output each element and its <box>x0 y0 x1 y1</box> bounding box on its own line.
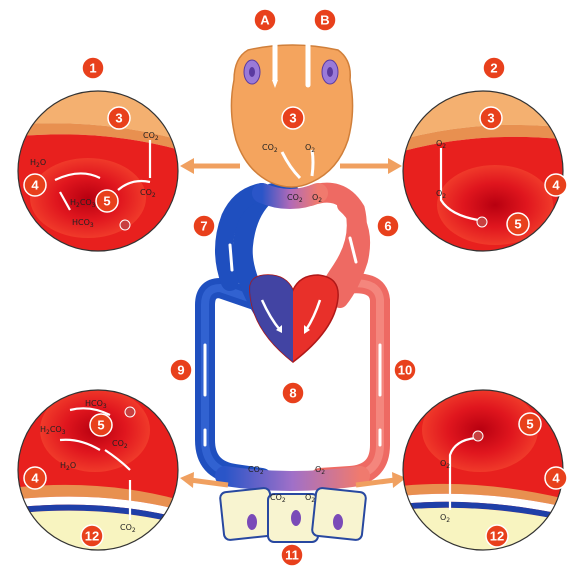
label-badge-n5-tr: 5 <box>507 213 529 235</box>
badge-label: 6 <box>384 219 391 234</box>
label-badge-n12-br: 12 <box>486 525 508 547</box>
badge-label: 8 <box>289 386 296 401</box>
label-badge-n3-right: 3 <box>480 107 502 129</box>
label-badge-n10: 10 <box>394 359 416 381</box>
badge-label: 4 <box>31 178 39 193</box>
label-badge-n1: 1 <box>82 57 104 79</box>
badge-label: A <box>260 13 270 28</box>
badge-label: 5 <box>97 418 104 433</box>
label-badge-n5-br: 5 <box>519 413 541 435</box>
badge-label: 4 <box>552 178 560 193</box>
label-badge-n3-top: 3 <box>282 107 304 129</box>
label-badge-n2: 2 <box>483 57 505 79</box>
badge-label: 12 <box>490 529 504 544</box>
badge-label: 4 <box>31 471 39 486</box>
badge-label: 3 <box>487 111 494 126</box>
badge-label: 3 <box>289 111 296 126</box>
badge-label: 7 <box>200 219 207 234</box>
label-badge-n3-left: 3 <box>108 107 130 129</box>
badge-label: 11 <box>285 548 299 563</box>
label-badge-b: B <box>314 9 336 31</box>
label-badge-n5-tl: 5 <box>96 190 118 212</box>
badge-label: 5 <box>526 417 533 432</box>
label-badge-n11: 11 <box>281 544 303 566</box>
label-badge-n7: 7 <box>193 215 215 237</box>
label-badge-n5-bl: 5 <box>90 414 112 436</box>
badge-label: 5 <box>514 217 521 232</box>
label-badge-n4-tl: 4 <box>24 174 46 196</box>
badge-label: B <box>320 13 329 28</box>
badge-label: 2 <box>490 61 497 76</box>
badge-label: 9 <box>177 363 184 378</box>
label-badge-n4-tr: 4 <box>545 174 567 196</box>
badge-label: 4 <box>552 471 560 486</box>
zoom-tissue-o2-release: O2 O2 <box>400 388 570 560</box>
badge-label: 12 <box>85 529 99 544</box>
label-badge-n4-bl: 4 <box>24 467 46 489</box>
label-badge-n4-br: 4 <box>545 467 567 489</box>
label-badge-a: A <box>254 9 276 31</box>
badge-label: 1 <box>89 61 96 76</box>
badge-label: 3 <box>115 111 122 126</box>
heart <box>250 275 338 362</box>
label-badge-n9: 9 <box>170 359 192 381</box>
badge-label: 5 <box>103 194 110 209</box>
label-badge-n6: 6 <box>377 215 399 237</box>
label-badge-n8: 8 <box>282 382 304 404</box>
label-badge-n12-bl: 12 <box>81 525 103 547</box>
badge-label: 10 <box>398 363 412 378</box>
